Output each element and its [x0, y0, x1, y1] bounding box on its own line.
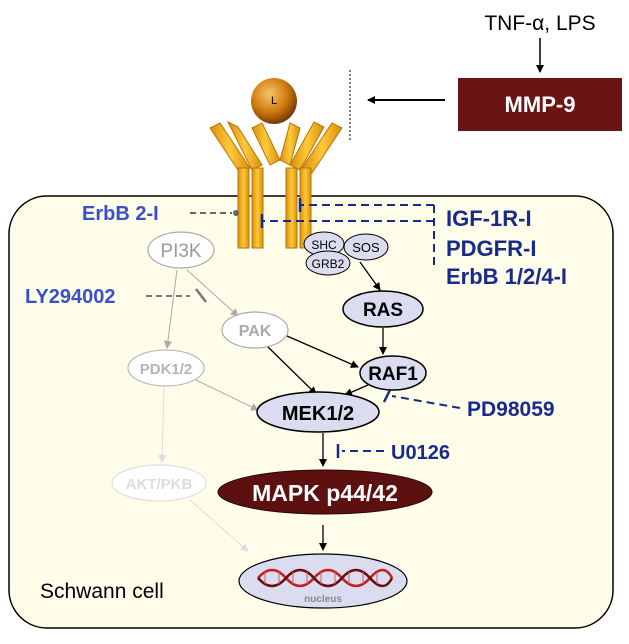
inhibitor-pd98059: PD98059 — [467, 398, 555, 421]
ligand-ball — [251, 78, 297, 124]
arrow-pdk-akt — [158, 386, 167, 463]
inhibitor-erbb124: ErbB 1/2/4-I — [446, 264, 567, 289]
arrow-pdk-mek — [195, 379, 259, 411]
ligand-label: L — [271, 95, 277, 107]
node-pi3k — [147, 231, 215, 269]
ly-block-bar — [195, 288, 207, 303]
node-ras — [342, 290, 424, 328]
label-raf1: RAF1 — [368, 364, 418, 385]
stimulus-label: TNF-α, LPS — [484, 12, 595, 35]
label-grb2: GRB2 — [312, 257, 345, 271]
label-akt: AKT/PKB — [126, 476, 193, 493]
arrow-pi3k-pak — [186, 269, 239, 317]
inhibitor-ly294002: LY294002 — [25, 286, 115, 308]
label-ras: RAS — [363, 300, 403, 321]
rtk-inhibition-lines — [262, 204, 435, 268]
label-sos: SOS — [352, 240, 380, 255]
label-pdk: PDK1/2 — [140, 361, 193, 378]
arrow-pi3k-pdk — [163, 269, 178, 349]
erbb2-dot — [233, 210, 239, 216]
label-pi3k: PI3K — [160, 241, 202, 262]
pd-dash — [391, 395, 461, 409]
pd-block-bar — [382, 389, 392, 403]
node-pak — [221, 311, 289, 349]
arrow-pak-raf — [286, 335, 359, 368]
node-akt — [111, 464, 207, 502]
node-mapk — [217, 469, 433, 515]
mmp9-label: MMP-9 — [505, 92, 576, 117]
node-mek — [256, 391, 380, 433]
cell-label: Schwann cell — [40, 580, 164, 603]
label-pak: PAK — [239, 323, 272, 340]
label-mek: MEK1/2 — [282, 403, 354, 425]
label-nucleus: nucleus — [304, 594, 342, 605]
node-raf1 — [359, 355, 427, 391]
dna-helix-icon — [257, 568, 394, 588]
label-shc: SHC — [311, 238, 337, 252]
node-grb2 — [305, 250, 351, 276]
inhibitor-igf1r: IGF-1R-I — [446, 206, 532, 231]
node-pdk — [127, 349, 205, 387]
node-sos — [343, 233, 389, 261]
receptor-icon — [209, 120, 343, 249]
arrow-raf-mek — [344, 384, 369, 396]
arrow-sos-ras — [359, 261, 381, 291]
inhibitor-pdgfr: PDGFR-I — [446, 236, 536, 261]
inhibitor-erbb2: ErbB 2-I — [82, 203, 159, 225]
label-mapk: MAPK p44/42 — [252, 480, 398, 506]
nucleus — [238, 553, 408, 609]
arrow-pak-mek — [267, 346, 317, 395]
arrow-akt-nucleus — [189, 499, 249, 552]
inhibitor-u0126: U0126 — [391, 442, 450, 464]
mmp9-box — [458, 78, 622, 131]
